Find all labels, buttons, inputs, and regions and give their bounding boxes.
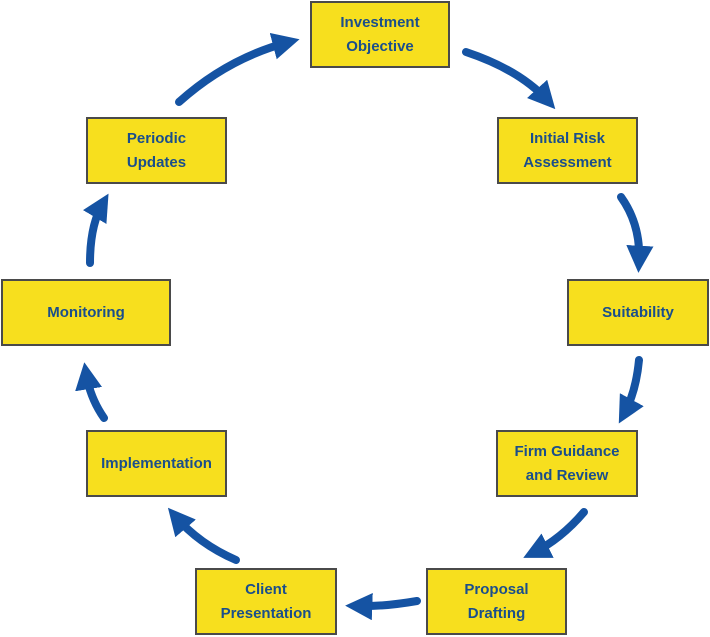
arrow-proposal-to-client (345, 593, 421, 621)
step-proposal-drafting: Proposal Drafting (426, 568, 567, 635)
step-label: Implementation (101, 454, 212, 472)
step-periodic-updates: Periodic Updates (86, 117, 227, 184)
arrow-objective-to-risk (462, 48, 556, 110)
arrow-firm-guidance-to-proposal (523, 508, 588, 558)
step-label: Initial Risk Assessment (523, 129, 612, 171)
arrow-periodic-to-objective (175, 32, 300, 106)
arrow-suitability-to-firm-guidance (618, 356, 644, 424)
step-label: Periodic Updates (126, 129, 187, 171)
step-label: Monitoring (47, 303, 125, 321)
arrow-monitoring-to-periodic (82, 193, 109, 267)
arrow-risk-to-suitability (617, 193, 654, 273)
step-firm-guidance-and-review: Firm Guidance and Review (496, 430, 638, 497)
step-label: Investment Objective (340, 13, 420, 55)
step-label: Firm Guidance and Review (514, 442, 620, 484)
step-label: Client Presentation (220, 580, 312, 622)
arrow-client-to-implementation (167, 507, 240, 564)
step-label: Proposal Drafting (464, 580, 529, 622)
step-investment-objective: Investment Objective (310, 1, 450, 68)
step-implementation: Implementation (86, 430, 227, 497)
step-client-presentation: Client Presentation (195, 568, 337, 635)
step-label: Suitability (602, 303, 674, 321)
step-initial-risk-assessment: Initial Risk Assessment (497, 117, 638, 184)
step-monitoring: Monitoring (1, 279, 171, 346)
step-suitability: Suitability (567, 279, 709, 346)
arrow-implementation-to-monitoring (75, 362, 108, 422)
